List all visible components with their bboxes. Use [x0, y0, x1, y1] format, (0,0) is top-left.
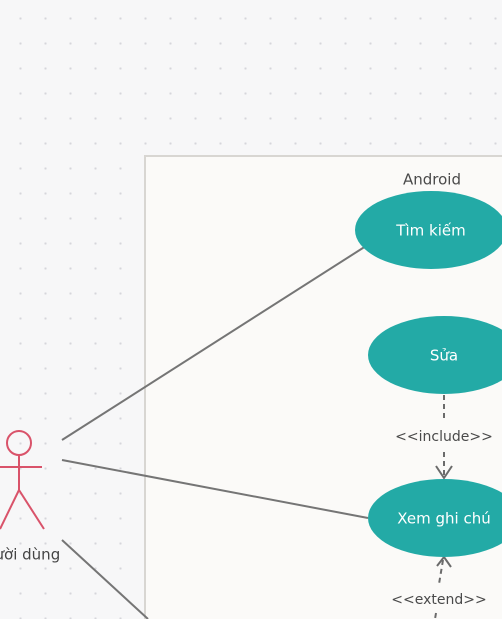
actor-right-leg: [18, 489, 45, 530]
system-name: Android: [403, 171, 461, 189]
include-label: <<include>>: [395, 429, 493, 445]
use-case-view-note-label: Xem ghi chú: [397, 510, 490, 528]
use-case-search[interactable]: Tìm kiếm: [355, 191, 502, 269]
actor-left-leg: [0, 489, 20, 530]
actor[interactable]: [0, 430, 45, 530]
use-case-view-note[interactable]: Xem ghi chú: [368, 479, 502, 557]
association-search[interactable]: [61, 245, 367, 441]
use-case-edit[interactable]: Sửa: [368, 316, 502, 394]
extend-label: <<extend>>: [391, 592, 486, 608]
extend-line-bottom[interactable]: [434, 612, 437, 619]
extend-line-top[interactable]: [438, 559, 444, 585]
actor-name: Người dùng: [0, 546, 60, 564]
use-case-search-label: Tìm kiếm: [395, 222, 465, 240]
include-arrowhead: [435, 465, 453, 480]
actor-head: [6, 430, 32, 456]
association-view-note[interactable]: [61, 459, 369, 519]
association-offscreen[interactable]: [61, 539, 149, 619]
use-case-edit-label: Sửa: [430, 347, 458, 365]
